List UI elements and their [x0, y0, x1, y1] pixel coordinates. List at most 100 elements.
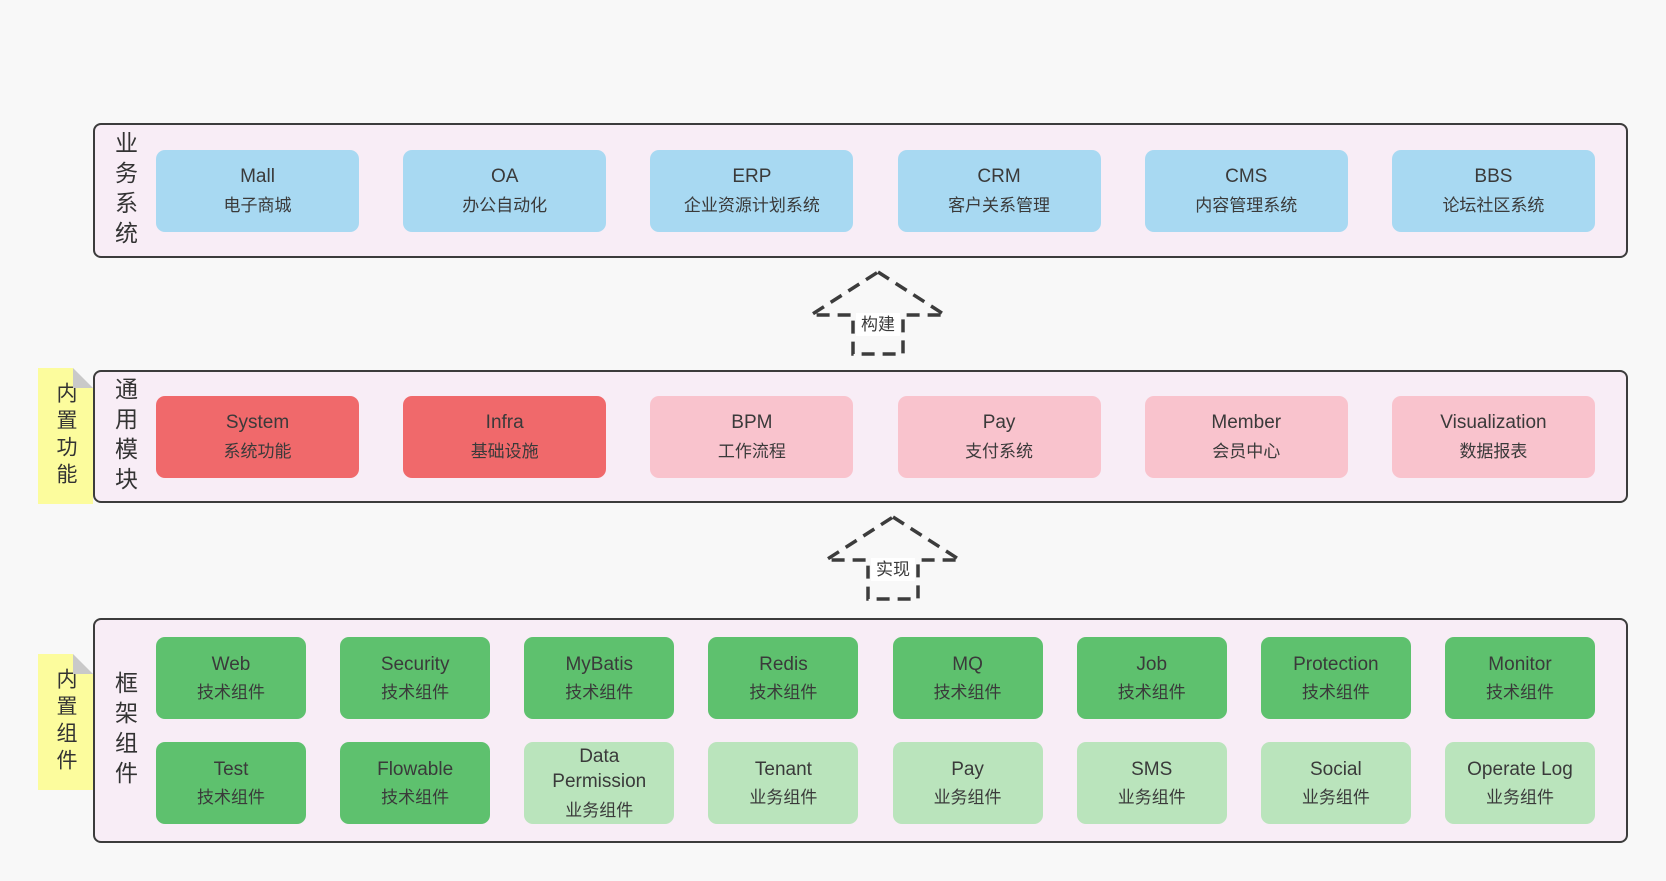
box-subtitle: 工作流程 — [717, 441, 786, 461]
box-title: Tenant — [754, 758, 812, 780]
box-subtitle: 基础设施 — [470, 441, 539, 461]
box-subtitle: 技术组件 — [933, 683, 1002, 703]
box-subtitle: 客户关系管理 — [948, 195, 1051, 215]
box-title: Pay — [951, 758, 984, 780]
box-title: MQ — [952, 653, 983, 675]
implement-arrow-icon: 实现 — [822, 514, 964, 602]
box-title: Data Permission — [552, 745, 647, 793]
common-modules-layer: 通用模块 System 系统功能 Infra 基础设施 BPM 工作流程 Pay… — [93, 370, 1628, 503]
box-visualization: Visualization 数据报表 — [1391, 395, 1595, 478]
box-operate-log: Operate Log 业务组件 — [1444, 742, 1595, 824]
box-member: Member 会员中心 — [1144, 395, 1348, 478]
box-tenant: Tenant 业务组件 — [708, 742, 859, 824]
box-infra: Infra 基础设施 — [403, 395, 607, 478]
sticky-builtin-features: 内置功能 — [38, 368, 93, 504]
box-title: Monitor — [1488, 653, 1552, 675]
box-title: Pay — [982, 412, 1016, 434]
box-subtitle: 技术组件 — [749, 683, 818, 703]
sticky-builtin-components: 内置组件 — [38, 654, 93, 790]
box-subtitle: 业务组件 — [1117, 788, 1186, 808]
box-job: Job 技术组件 — [1076, 637, 1227, 719]
box-subtitle: 支付系统 — [965, 441, 1034, 461]
box-subtitle: 企业资源计划系统 — [683, 195, 820, 215]
box-title: Mall — [240, 166, 275, 188]
box-bpm: BPM 工作流程 — [650, 395, 854, 478]
box-pay: Pay 支付系统 — [897, 395, 1101, 478]
implement-arrow-label: 实现 — [871, 558, 915, 582]
layer-label-framework-components: 框架组件 — [95, 620, 153, 841]
box-mall: Mall 电子商城 — [156, 149, 359, 232]
framework-components-boxes: Web 技术组件 Security 技术组件 MyBatis 技术组件 Redi… — [153, 637, 1626, 824]
box-title: ERP — [732, 166, 772, 188]
box-subtitle: 内容管理系统 — [1195, 195, 1298, 215]
build-arrow-icon: 构建 — [807, 269, 949, 357]
box-pay-component: Pay 业务组件 — [892, 742, 1043, 824]
box-subtitle: 论坛社区系统 — [1442, 195, 1545, 215]
layer-label-text: 通用模块 — [111, 376, 138, 497]
box-subtitle: 技术组件 — [1117, 683, 1186, 703]
box-title: Protection — [1293, 653, 1379, 675]
box-protection: Protection 技术组件 — [1260, 637, 1411, 719]
box-erp: ERP 企业资源计划系统 — [650, 149, 854, 232]
box-oa: OA 办公自动化 — [403, 149, 607, 232]
box-subtitle: 业务组件 — [1485, 788, 1554, 808]
box-title: System — [225, 412, 290, 434]
box-title: OA — [490, 166, 519, 188]
business-systems-boxes: Mall 电子商城 OA 办公自动化 ERP 企业资源计划系统 CRM 客户关系… — [153, 149, 1626, 232]
box-title: Security — [380, 653, 450, 675]
sticky-label: 内置组件 — [54, 668, 77, 776]
box-test: Test 技术组件 — [156, 742, 306, 824]
box-subtitle: 数据报表 — [1459, 441, 1528, 461]
box-title: Test — [213, 758, 249, 780]
box-title: Visualization — [1440, 412, 1547, 434]
box-subtitle: 系统功能 — [223, 441, 292, 461]
box-security: Security 技术组件 — [340, 637, 491, 719]
box-subtitle: 技术组件 — [1301, 683, 1370, 703]
box-title: Infra — [485, 412, 524, 434]
box-subtitle: 业务组件 — [565, 801, 634, 821]
box-subtitle: 技术组件 — [1485, 683, 1554, 703]
box-subtitle: 办公自动化 — [462, 195, 548, 215]
box-title: CRM — [977, 166, 1021, 188]
box-subtitle: 技术组件 — [197, 683, 265, 703]
box-subtitle: 技术组件 — [197, 788, 265, 808]
box-mq: MQ 技术组件 — [892, 637, 1043, 719]
box-subtitle: 电子商城 — [223, 195, 292, 215]
box-title: Web — [211, 653, 251, 675]
box-redis: Redis 技术组件 — [708, 637, 859, 719]
box-subtitle: 技术组件 — [381, 683, 450, 703]
box-crm: CRM 客户关系管理 — [897, 149, 1101, 232]
box-cms: CMS 内容管理系统 — [1144, 149, 1348, 232]
box-title: Operate Log — [1467, 758, 1573, 780]
box-social: Social 业务组件 — [1260, 742, 1411, 824]
box-title: SMS — [1131, 758, 1173, 780]
box-system: System 系统功能 — [156, 395, 359, 478]
box-title: BPM — [731, 412, 773, 434]
layer-label-text: 框架组件 — [111, 670, 138, 791]
box-mybatis: MyBatis 技术组件 — [524, 637, 675, 719]
box-title: Flowable — [377, 758, 454, 780]
build-arrow-label: 构建 — [856, 313, 900, 337]
box-title: CMS — [1225, 166, 1268, 188]
box-data-permission: Data Permission 业务组件 — [524, 742, 675, 824]
box-title: Social — [1309, 758, 1362, 780]
layer-label-business-systems: 业务系统 — [95, 125, 153, 256]
common-modules-boxes: System 系统功能 Infra 基础设施 BPM 工作流程 Pay 支付系统… — [153, 395, 1626, 478]
box-flowable: Flowable 技术组件 — [340, 742, 491, 824]
box-title: MyBatis — [565, 653, 634, 675]
box-subtitle: 业务组件 — [1301, 788, 1370, 808]
box-title: BBS — [1474, 166, 1513, 188]
box-title: Redis — [759, 653, 808, 675]
box-subtitle: 技术组件 — [565, 683, 634, 703]
box-bbs: BBS 论坛社区系统 — [1391, 149, 1595, 232]
sticky-label: 内置功能 — [54, 382, 77, 490]
framework-components-layer: 框架组件 Web 技术组件 Security 技术组件 MyBatis 技术组件… — [93, 618, 1628, 843]
box-title: Member — [1211, 412, 1282, 434]
layer-label-text: 业务系统 — [111, 130, 138, 251]
box-title: Job — [1136, 653, 1168, 675]
box-sms: SMS 业务组件 — [1076, 742, 1227, 824]
framework-row-1: Web 技术组件 Security 技术组件 MyBatis 技术组件 Redi… — [156, 637, 1595, 719]
business-systems-layer: 业务系统 Mall 电子商城 OA 办公自动化 ERP 企业资源计划系统 CRM… — [93, 123, 1628, 258]
box-subtitle: 业务组件 — [749, 788, 818, 808]
layer-label-common-modules: 通用模块 — [95, 372, 153, 501]
